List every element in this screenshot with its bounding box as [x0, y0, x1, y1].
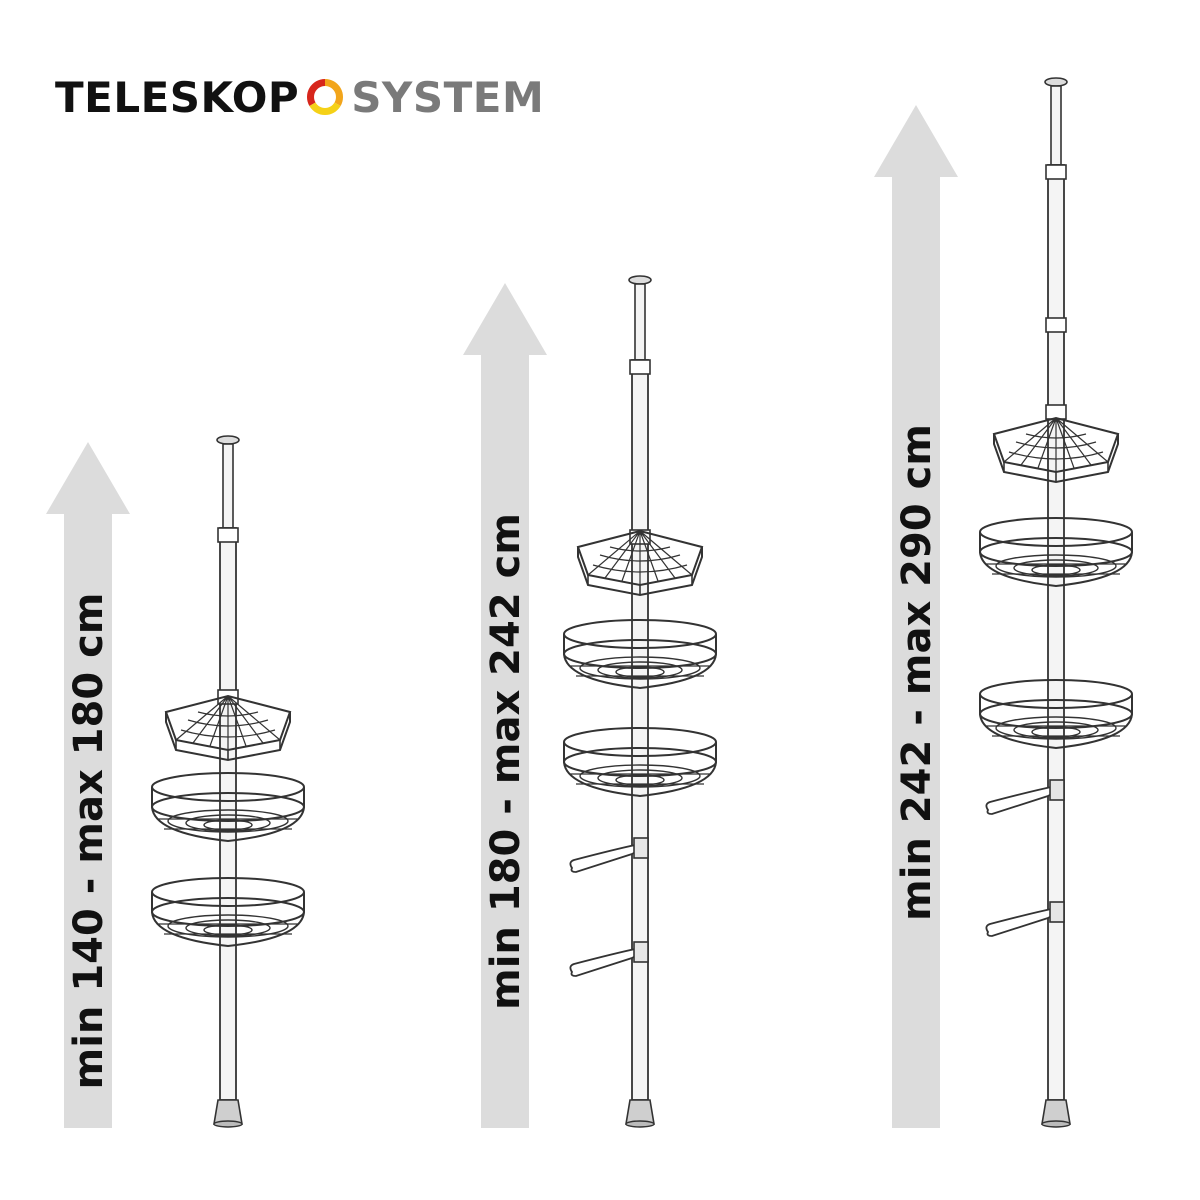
logo-segment-red — [307, 78, 326, 106]
corner-shelf — [993, 417, 1119, 483]
logo-segment-orange — [325, 78, 344, 106]
pole-tube-top — [1050, 85, 1062, 166]
pole-joint-collar — [1045, 164, 1067, 180]
logo-word-teleskop: TELESKOP — [55, 72, 300, 122]
pole-foot-base — [1041, 1120, 1071, 1128]
corner-shelf — [165, 695, 291, 761]
pole-tube-main — [219, 527, 237, 1101]
pole-joint-collar — [1045, 317, 1067, 333]
height-arrow-1: min 140 - max 180 cm — [46, 442, 130, 1128]
arrow-shape — [463, 283, 547, 1128]
logo-segment-yellow — [309, 102, 341, 116]
pole-tube-top — [634, 283, 646, 361]
pole-1 — [151, 435, 305, 1128]
height-arrow-3: min 242 - max 290 cm — [874, 105, 958, 1128]
teleskop-system-logo: TELESKOP SYSTEM — [55, 72, 544, 122]
pole-joint-collar — [217, 527, 239, 543]
logo-word-system: SYSTEM — [351, 72, 545, 122]
ceiling-pad — [216, 435, 240, 445]
pole-foot-base — [625, 1120, 655, 1128]
pole-2 — [563, 275, 717, 1128]
pole-joint-collar — [1045, 404, 1067, 420]
height-arrow-2: min 180 - max 242 cm — [463, 283, 547, 1128]
corner-shelf — [577, 530, 703, 596]
logo-circle-icon — [307, 78, 344, 116]
pole-foot-base — [213, 1120, 243, 1128]
range-label-2: min 180 - max 242 cm — [483, 513, 529, 1010]
arrow-shape — [874, 105, 958, 1128]
ceiling-pad — [628, 275, 652, 285]
pole-joint-collar — [629, 359, 651, 375]
pole-tube-main — [1047, 164, 1065, 1101]
pole-3 — [979, 77, 1133, 1128]
arrow-shape — [46, 442, 130, 1128]
pole-tube-top — [222, 443, 234, 529]
height-range-arrows: min 140 - max 180 cm min 180 - max 242 cm… — [46, 105, 958, 1128]
range-label-3: min 242 - max 290 cm — [894, 424, 940, 921]
pole-tube-main — [631, 359, 649, 1101]
ceiling-pad — [1044, 77, 1068, 87]
telescopic-poles — [151, 77, 1133, 1128]
range-label-1: min 140 - max 180 cm — [66, 593, 112, 1090]
